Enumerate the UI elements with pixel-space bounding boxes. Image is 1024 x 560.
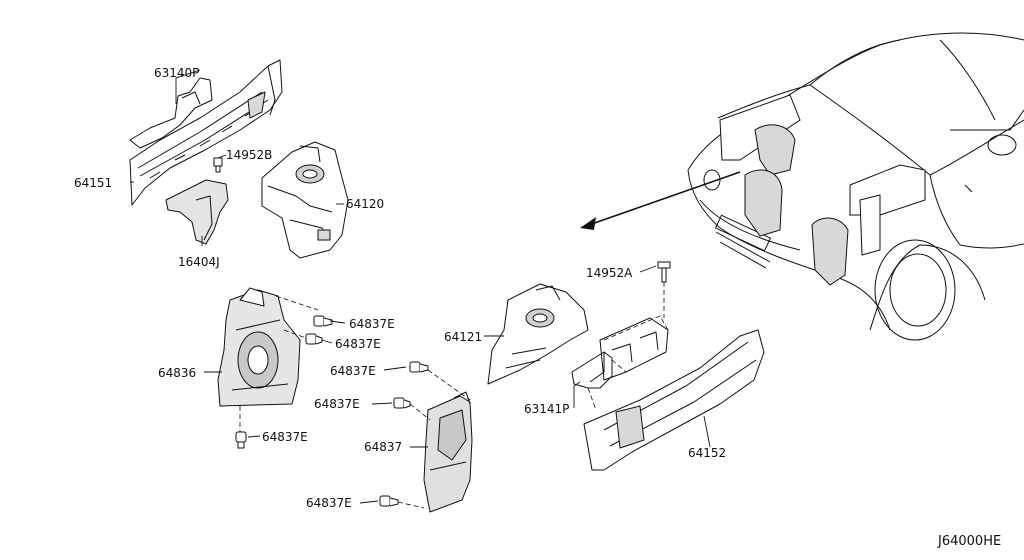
label-64836: 64836 (158, 366, 196, 380)
cowl-top-extension-63140P (129, 77, 213, 149)
diagram-code: J64000HE (937, 534, 1001, 549)
label-64151: 64151 (74, 176, 112, 190)
cowl-top-64151 (129, 59, 283, 206)
label-64837E-c: 64837E (262, 430, 308, 444)
clip-64837E-f (379, 495, 399, 507)
direction-arrow (585, 171, 741, 227)
clip-14952B (213, 157, 223, 173)
member-64152 (583, 317, 765, 471)
clip-64837E-a (313, 315, 333, 327)
clip-64837E-d (409, 361, 429, 373)
label-64120: 64120 (346, 197, 384, 211)
label-14952B: 14952B (226, 148, 272, 162)
leader-lines (130, 69, 711, 509)
label-64837: 64837 (364, 440, 402, 454)
label-64837E-e: 64837E (314, 397, 360, 411)
splash-shield-64837 (423, 391, 473, 513)
label-16404J: 16404J (178, 255, 220, 269)
label-64152: 64152 (688, 446, 726, 460)
clip-64837E-b (305, 333, 323, 345)
arrow-head (580, 217, 596, 230)
bracket-63141P (571, 351, 613, 389)
label-14952A: 14952A (586, 266, 633, 280)
clip-64837E-e (393, 397, 411, 409)
label-63141P: 63141P (524, 402, 569, 416)
clip-64837E-c (235, 431, 247, 449)
label-64837E-a: 64837E (349, 317, 395, 331)
label-64121: 64121 (444, 330, 482, 344)
splash-shield-64836 (217, 287, 301, 407)
vehicle-highlighted-parts (719, 94, 926, 286)
label-63140P: 63140P (154, 66, 199, 80)
label-64837E-f: 64837E (306, 496, 352, 510)
label-64837E-b: 64837E (335, 337, 381, 351)
bolt-14952A (657, 261, 671, 283)
hoodledge-64120 (261, 141, 349, 259)
callout-labels: 63140P 64151 14952B 16404J 64120 64837E … (74, 66, 1001, 549)
hoodledge-64121 (487, 283, 589, 385)
label-64837E-d: 64837E (330, 364, 376, 378)
cover-16404J (165, 179, 229, 245)
